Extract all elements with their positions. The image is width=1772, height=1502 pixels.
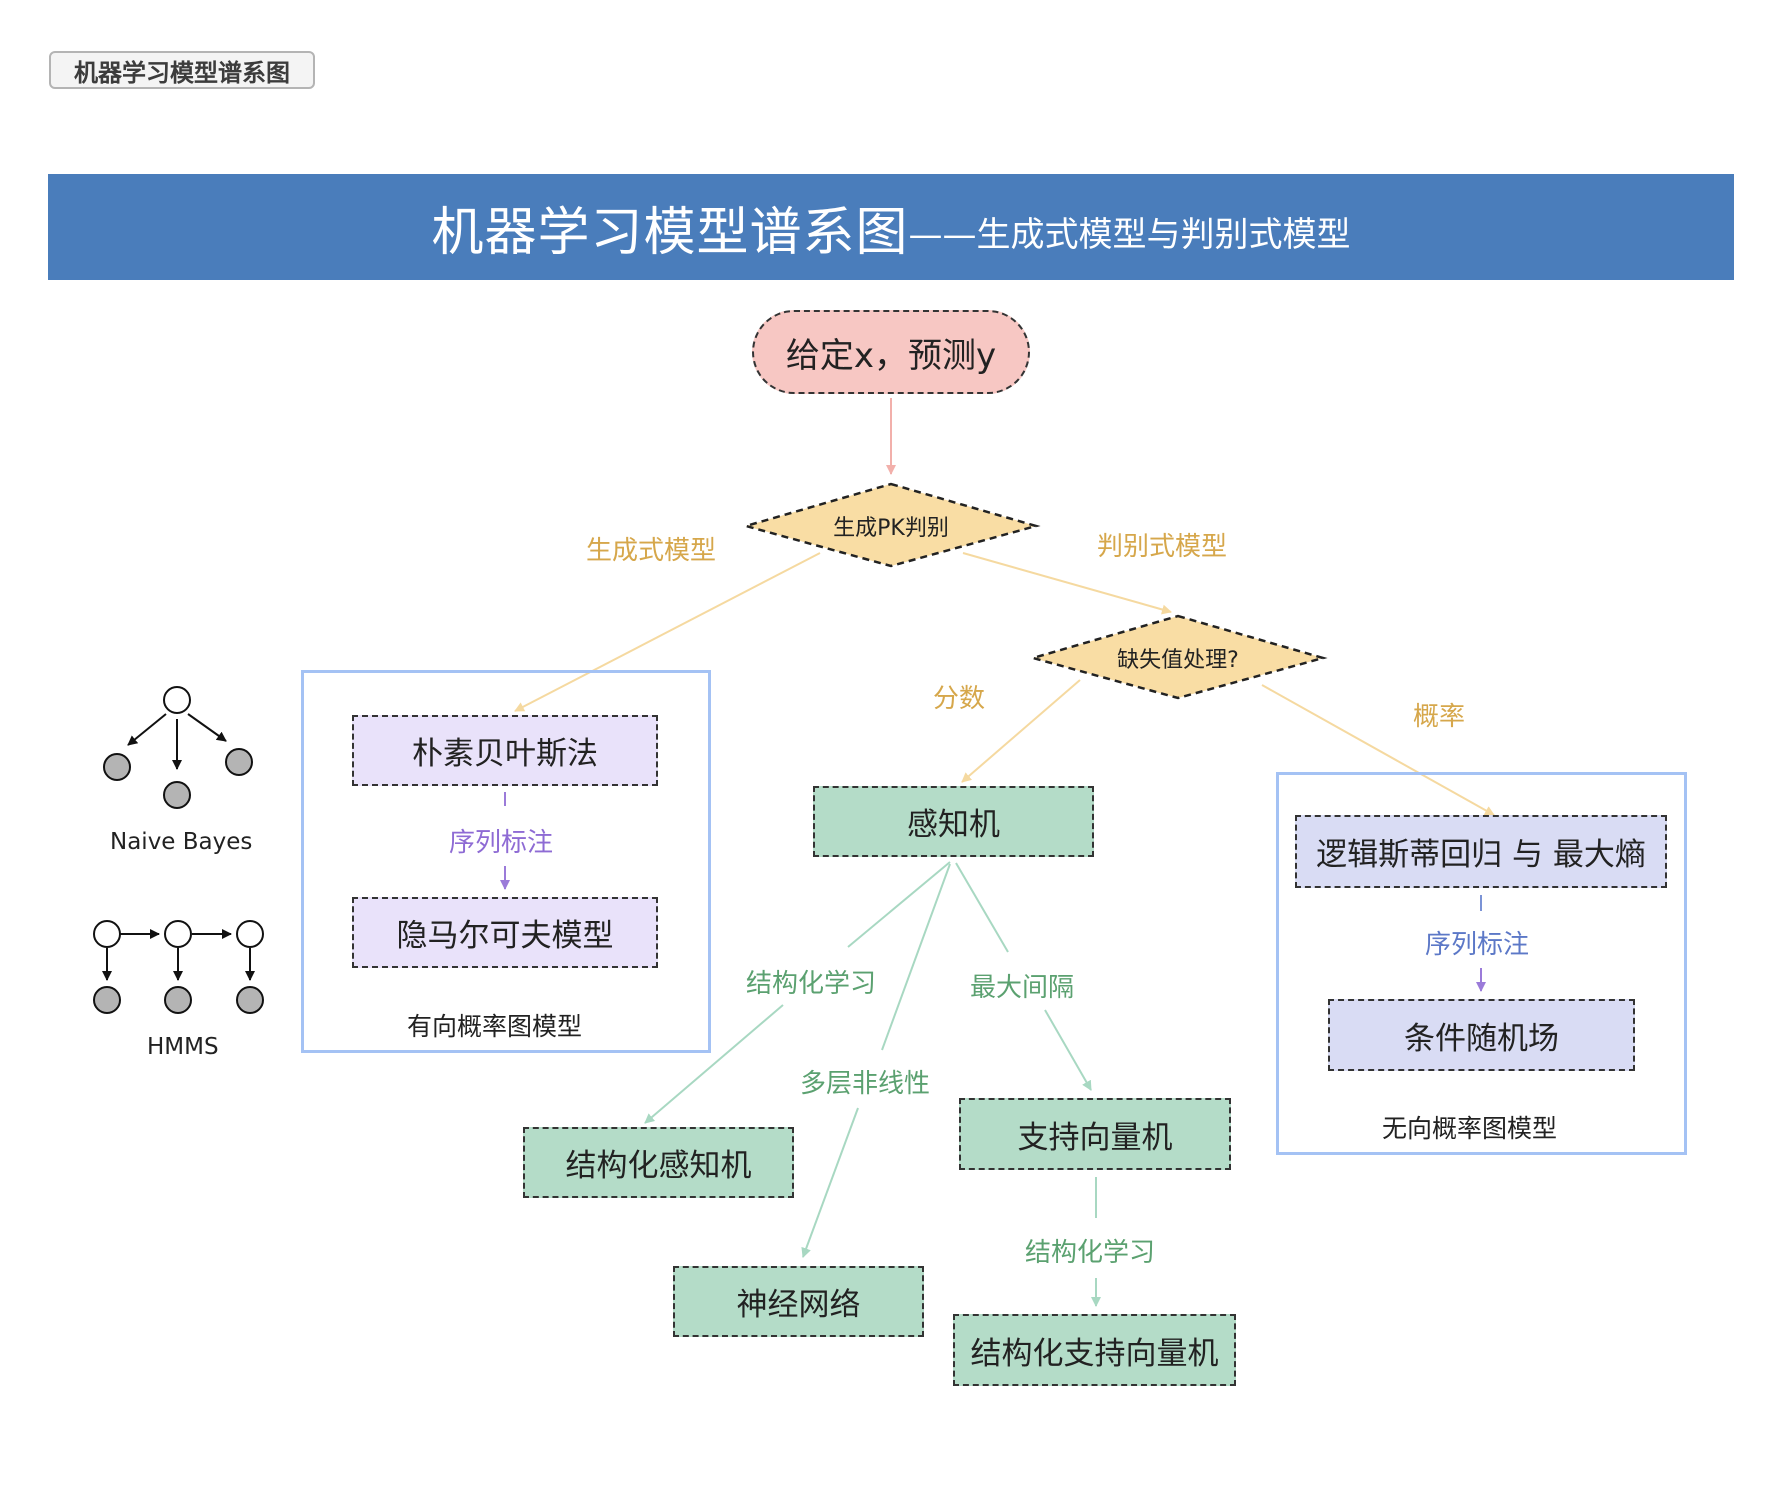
hmm-observation-node-2 (164, 986, 192, 1014)
decision-diamond-gen-disc (741, 482, 1041, 568)
naive-bayes-child-left (103, 753, 131, 781)
edge-perceptron-svm-b (1044, 1009, 1092, 1091)
naive-bayes-edge-left (127, 713, 167, 746)
label-struct-learning-1: 结构化学习 (746, 969, 877, 999)
label-multi-layer: 多层非线性 (800, 1069, 931, 1099)
label-probability: 概率 (1413, 702, 1466, 732)
edge-discriminative (962, 552, 1172, 615)
naive-bayes-child-center (163, 781, 191, 809)
node-crf: 条件随机场 (1328, 999, 1635, 1071)
hmm-graph (93, 920, 264, 1014)
node-hmm: 隐马尔可夫模型 (352, 897, 658, 968)
corner-title-tag: 机器学习模型谱系图 (49, 51, 315, 89)
banner-subtitle: ——生成式模型与判别式模型 (908, 214, 1351, 255)
node-perceptron: 感知机 (813, 786, 1094, 857)
hmm-observation-node-1 (93, 986, 121, 1014)
label-score: 分数 (933, 684, 986, 714)
hmm-state-node-1 (93, 920, 121, 948)
label-seq-right: 序列标注 (1425, 930, 1530, 960)
edge-score (961, 679, 1081, 783)
hmm-state-node-2 (164, 920, 192, 948)
label-struct-learning-2: 结构化学习 (1025, 1238, 1156, 1268)
naive-bayes-caption: Naive Bayes (110, 829, 253, 855)
naive-bayes-child-right (225, 748, 253, 776)
node-svm: 支持向量机 (959, 1098, 1231, 1170)
hmm-state-node-3 (236, 920, 264, 948)
frame-directed-caption: 有向概率图模型 (407, 1012, 583, 1041)
hmm-observation-node-3 (236, 986, 264, 1014)
node-neural-network: 神经网络 (673, 1266, 924, 1337)
naive-bayes-edge-right (187, 713, 227, 742)
decision-diamond-missing (1028, 614, 1328, 700)
naive-bayes-graph (103, 686, 253, 809)
label-generative: 生成式模型 (586, 536, 717, 566)
edge-generative (514, 552, 821, 712)
hmm-caption: HMMS (147, 1034, 219, 1060)
frame-undirected-caption: 无向概率图模型 (1382, 1114, 1558, 1143)
label-seq-left: 序列标注 (449, 828, 554, 858)
label-discriminative: 判别式模型 (1097, 532, 1228, 562)
banner-title: 机器学习模型谱系图 (431, 202, 909, 263)
edge-perceptron-nn-a (881, 863, 951, 1051)
start-node: 给定x，预测y (752, 310, 1030, 394)
node-structured-svm: 结构化支持向量机 (953, 1314, 1236, 1386)
edge-perceptron-svm-a (955, 862, 1009, 953)
decision-missing-label: 缺失值处理? (1117, 648, 1239, 673)
edge-perceptron-nn-b (801, 1107, 859, 1258)
node-logreg-maxent: 逻辑斯蒂回归 与 最大熵 (1295, 815, 1667, 888)
label-max-margin: 最大间隔 (970, 973, 1075, 1003)
naive-bayes-parent-node (163, 686, 191, 714)
frame-directed-graphical (301, 670, 711, 1053)
frame-undirected-graphical (1276, 772, 1687, 1155)
edge-perceptron-struct-b (644, 1004, 784, 1124)
edge-perceptron-struct-a (847, 861, 951, 948)
decision-gen-disc-label: 生成PK判别 (833, 516, 949, 541)
title-banner: 机器学习模型谱系图 ——生成式模型与判别式模型 (48, 174, 1734, 280)
edge-probability (1261, 684, 1495, 816)
node-structured-perceptron: 结构化感知机 (523, 1127, 794, 1198)
node-naive-bayes: 朴素贝叶斯法 (352, 715, 658, 786)
